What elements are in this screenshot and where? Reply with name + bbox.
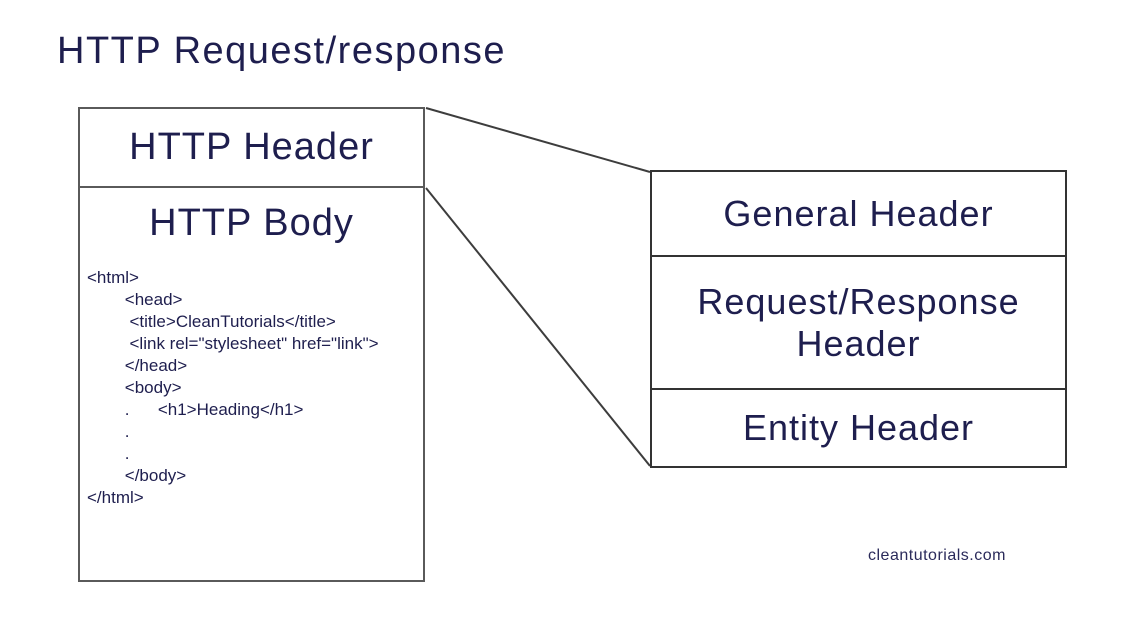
code-line: <html> — [87, 268, 139, 287]
diagram-title: HTTP Request/response — [57, 30, 506, 72]
http-header-section: HTTP Header — [80, 109, 423, 188]
http-body-section: HTTP Body <html> <head> <title>CleanTuto… — [80, 188, 423, 509]
connector-line-top — [425, 107, 651, 173]
code-line: </body> — [87, 466, 187, 485]
general-header-label: General Header — [723, 192, 994, 234]
watermark: cleantutorials.com — [868, 547, 1006, 564]
entity-header-section: Entity Header — [652, 390, 1065, 466]
request-response-header-section: Request/Response Header — [652, 257, 1065, 390]
code-line: <link rel="stylesheet" href="link"> — [87, 334, 379, 353]
html-code-sample: <html> <head> <title>CleanTutorials</tit… — [80, 267, 423, 509]
connector-line-bottom — [425, 187, 651, 467]
http-header-label: HTTP Header — [129, 126, 374, 168]
code-line: </head> — [87, 356, 188, 375]
general-header-section: General Header — [652, 172, 1065, 257]
http-header-detail-box: General Header Request/Response Header E… — [650, 170, 1067, 468]
request-response-header-label: Request/Response Header — [697, 281, 1020, 364]
code-line: . — [87, 444, 130, 463]
http-message-box: HTTP Header HTTP Body <html> <head> <tit… — [78, 107, 425, 582]
code-line: . <h1>Heading</h1> — [87, 400, 304, 419]
code-line: <title>CleanTutorials</title> — [87, 312, 336, 331]
code-line: </html> — [87, 488, 144, 507]
http-body-label: HTTP Body — [149, 202, 354, 244]
code-line: <body> — [87, 378, 182, 397]
entity-header-label: Entity Header — [742, 407, 975, 449]
code-line: . — [87, 422, 130, 441]
code-line: <head> — [87, 290, 183, 309]
